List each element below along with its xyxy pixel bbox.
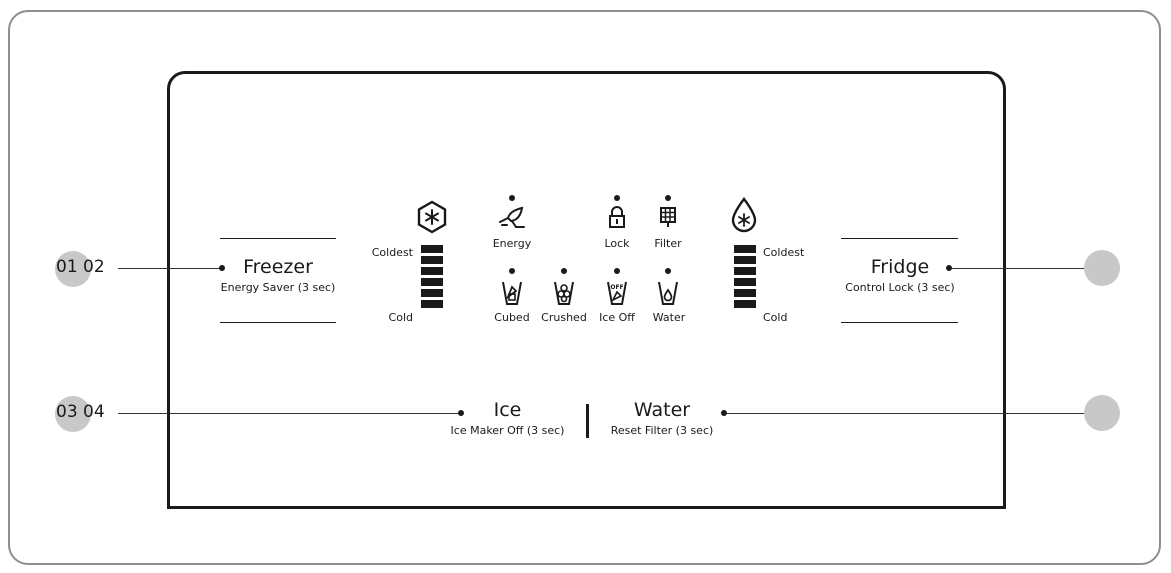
water-button[interactable]: Water Reset Filter (3 sec) [601, 399, 723, 437]
fridge-scale-top-label: Coldest [763, 246, 805, 259]
freezer-level-bar [421, 278, 443, 286]
water-indicator-dot [665, 268, 671, 274]
fridge-scale-bottom-label: Cold [763, 311, 788, 324]
fridge-level-bar [734, 267, 756, 275]
filter-indicator-dot [665, 195, 671, 201]
ice-off-icon: OFF [607, 281, 627, 305]
snowflake-hexagon-icon [417, 200, 447, 234]
freezer-top-rule [220, 238, 336, 239]
freezer-subtitle: Energy Saver (3 sec) [220, 281, 336, 294]
fridge-level-bar [734, 278, 756, 286]
ice-water-divider [586, 404, 589, 438]
filter-icon [660, 207, 676, 227]
freezer-level-bar [421, 245, 443, 253]
ice-callout-dot [458, 410, 464, 416]
water-cup-icon [658, 281, 678, 305]
freezer-level-bar [421, 289, 443, 297]
fridge-level-bar [734, 256, 756, 264]
fridge-title: Fridge [870, 256, 930, 278]
outer-frame [8, 10, 1161, 565]
lock-icon [609, 206, 625, 228]
ice-subtitle: Ice Maker Off (3 sec) [450, 424, 565, 437]
water-callout-dot [721, 410, 727, 416]
lock-indicator-dot [614, 195, 620, 201]
callout-circle-water [1084, 395, 1120, 431]
callout-label-01-02: 01 02 [56, 257, 105, 277]
freezer-scale-top-label: Coldest [371, 246, 413, 259]
ice-off-icon-text: OFF [610, 284, 623, 291]
fridge-level-bar [734, 245, 756, 253]
callout-circle-fridge [1084, 250, 1120, 286]
fridge-level-bar [734, 300, 756, 308]
callout-line-ice [118, 413, 461, 414]
filter-label: Filter [654, 237, 682, 250]
fridge-temperature-bars [734, 245, 756, 311]
ice-title: Ice [493, 399, 522, 421]
freezer-title: Freezer [243, 256, 313, 278]
lock-label: Lock [604, 237, 630, 250]
crushed-indicator-dot [561, 268, 567, 274]
ice-off-indicator-dot [614, 268, 620, 274]
energy-leaf-plug-icon [499, 206, 525, 228]
freezer-level-bar [421, 300, 443, 308]
energy-indicator-dot [509, 195, 515, 201]
control-panel [167, 71, 1006, 509]
cubed-ice-icon [502, 281, 522, 305]
crushed-label: Crushed [541, 311, 587, 324]
water-title: Water [633, 399, 691, 421]
callout-line-fridge [951, 268, 1086, 269]
fridge-callout-dot [946, 265, 952, 271]
callout-line-water [726, 413, 1086, 414]
freezer-level-bar [421, 267, 443, 275]
freezer-temperature-bars [421, 245, 443, 311]
callout-line-freezer [118, 268, 221, 269]
freezer-level-bar [421, 256, 443, 264]
energy-label: Energy [492, 237, 532, 250]
water-indicator-label: Water [652, 311, 686, 324]
freezer-scale-bottom-label: Cold [388, 311, 413, 324]
callout-circle-01 [55, 251, 91, 287]
water-subtitle: Reset Filter (3 sec) [610, 424, 714, 437]
fridge-button[interactable]: Fridge Control Lock (3 sec) [831, 256, 969, 294]
callout-circle-03 [55, 396, 91, 432]
freezer-bottom-rule [220, 322, 336, 323]
water-drop-snowflake-icon [731, 197, 757, 233]
fridge-subtitle: Control Lock (3 sec) [845, 281, 955, 294]
cubed-indicator-dot [509, 268, 515, 274]
fridge-top-rule [841, 238, 958, 239]
fridge-level-bar [734, 289, 756, 297]
ice-button[interactable]: Ice Ice Maker Off (3 sec) [440, 399, 575, 437]
ice-off-label: Ice Off [599, 311, 635, 324]
fridge-bottom-rule [841, 322, 958, 323]
callout-label-03-04: 03 04 [56, 402, 105, 422]
cubed-label: Cubed [494, 311, 530, 324]
crushed-ice-icon [554, 281, 574, 305]
freezer-button[interactable]: Freezer Energy Saver (3 sec) [210, 256, 346, 294]
freezer-callout-dot [219, 265, 225, 271]
